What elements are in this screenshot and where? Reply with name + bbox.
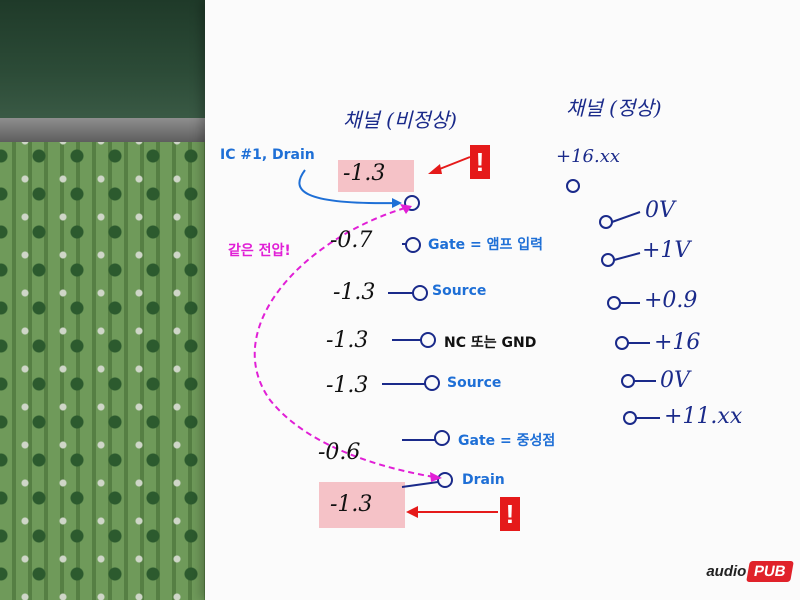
handwritten-left-value: -0.6 (318, 440, 361, 465)
pin-label-gate-input: Gate = 앰프 입력 (428, 237, 543, 253)
highlight-top (338, 160, 414, 192)
handwritten-left-value: -1.3 (333, 280, 376, 305)
warning-mark-top: ! (470, 145, 490, 179)
handwritten-left-value: -1.3 (330, 492, 373, 517)
pin-circle (434, 430, 450, 446)
pin-label-source-2: Source (447, 375, 502, 391)
handwritten-right-value: +1V (642, 238, 691, 263)
pin-label-gate-neutral: Gate = 중성점 (458, 433, 556, 449)
pin-circle (412, 285, 428, 301)
handwritten-left-value: -1.3 (343, 161, 386, 186)
audiopub-logo: audio PUB (706, 561, 794, 582)
handwritten-right-value: +11.xx (664, 404, 743, 429)
ic-drain-label: IC #1, Drain (220, 147, 315, 163)
pcb-top-shadow (0, 0, 215, 120)
same-voltage-label: 같은 전압! (228, 243, 291, 259)
pin-circle (424, 375, 440, 391)
handwritten-right-title: 채널 (정상) (566, 96, 662, 120)
handwritten-left-value: -1.3 (326, 328, 369, 353)
handwritten-right-value: +16 (654, 330, 701, 355)
logo-text-audio: audio (706, 563, 747, 580)
handwritten-right-value: +0.9 (644, 288, 698, 313)
pin-circle (404, 195, 420, 211)
highlight-bottom (319, 482, 405, 528)
pin-circle (405, 237, 421, 253)
pin-circle (437, 472, 453, 488)
pin-label-drain: Drain (462, 472, 505, 488)
logo-text-pub: PUB (746, 561, 794, 582)
handwritten-right-value: 0V (645, 198, 675, 223)
handwritten-left-value: -0.7 (330, 228, 373, 253)
handwritten-right-value: 0V (660, 368, 690, 393)
warning-mark-bottom: ! (500, 497, 520, 531)
handwritten-right-value: +16.xx (556, 146, 621, 167)
pin-circle (420, 332, 436, 348)
handwritten-left-value: -1.3 (326, 373, 369, 398)
metal-rail (0, 118, 215, 142)
blue-arrow (298, 169, 401, 205)
pin-label-source-1: Source (432, 283, 487, 299)
pin-label-nc-gnd: NC 또는 GND (444, 335, 537, 351)
handwritten-left-title: 채널 (비정상) (343, 108, 457, 132)
same-voltage-curve (253, 207, 441, 479)
